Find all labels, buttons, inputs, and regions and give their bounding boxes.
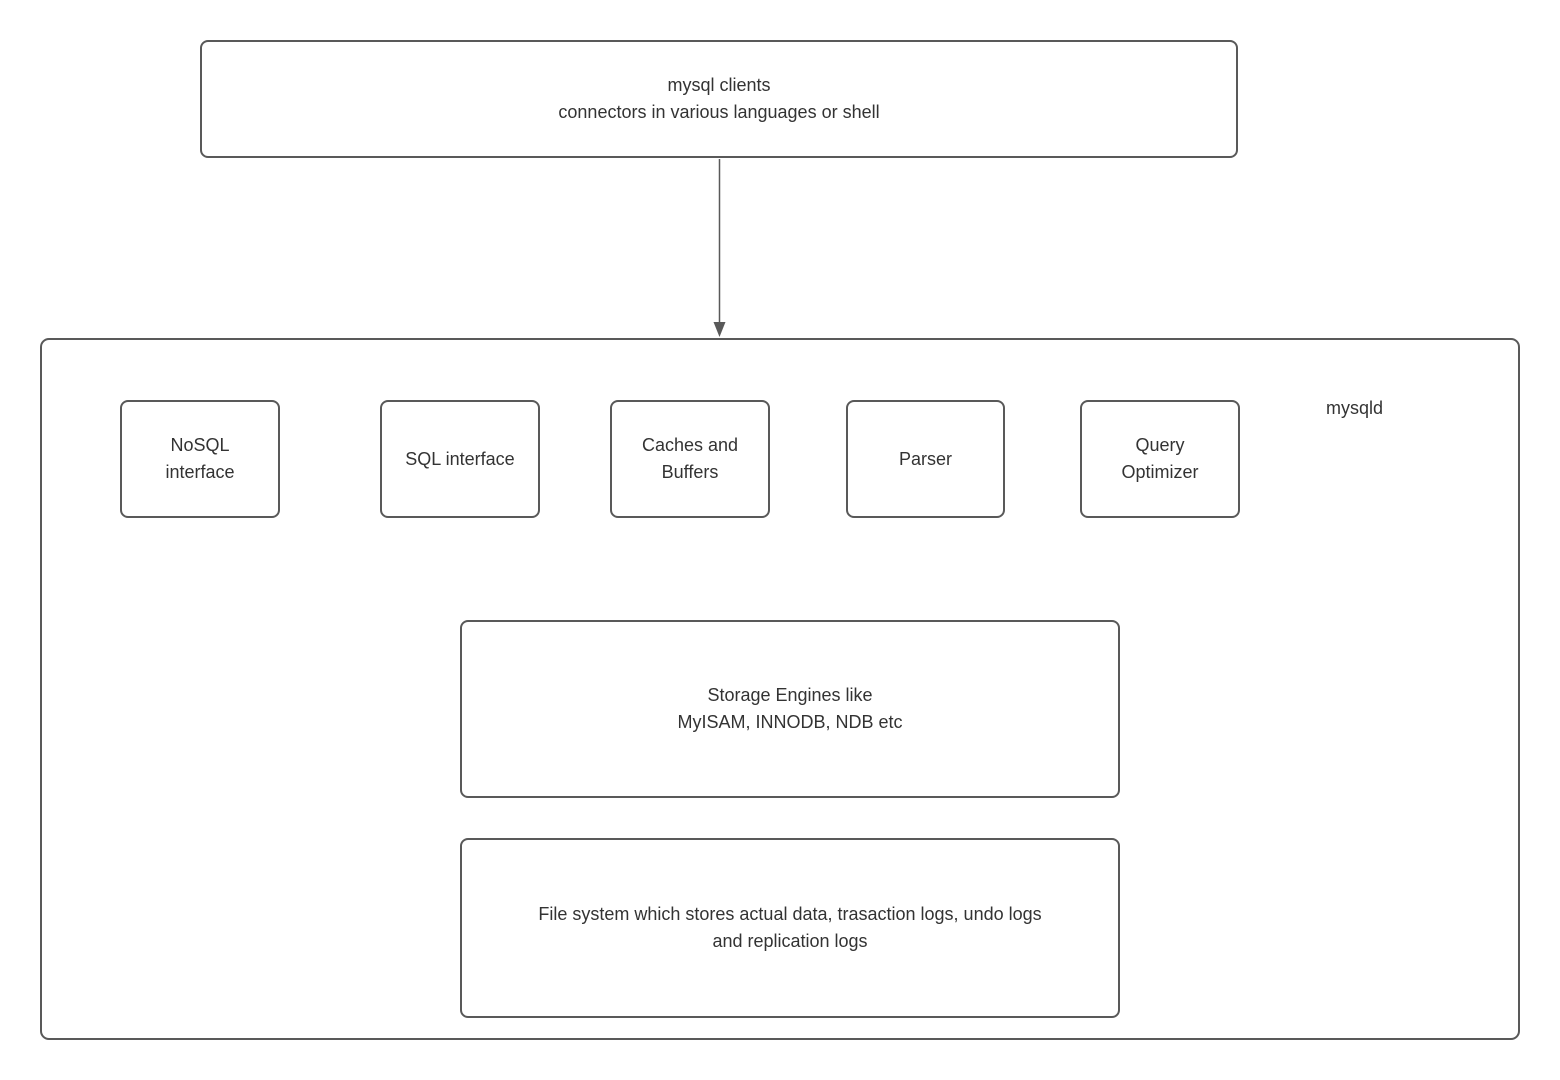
storage-engines-label: Storage Engines like MyISAM, INNODB, NDB… [677, 685, 903, 732]
query-optimizer-label: Query Optimizer [1121, 435, 1199, 482]
nosql-interface-node: NoSQL interface [120, 400, 280, 518]
mysql-clients-node: mysql clients connectors in various lang… [200, 40, 1238, 158]
sql-interface-node: SQL interface [380, 400, 540, 518]
caches-and-buffers-label: Caches and Buffers [641, 435, 739, 482]
file-system-label: File system which stores actual data, tr… [538, 904, 1042, 951]
caches-and-buffers-node: Caches and Buffers [610, 400, 770, 518]
mysqld-label: mysqld [1326, 398, 1384, 418]
clients-to-mysqld-arrow [713, 159, 726, 337]
nosql-interface-label: NoSQL interface [165, 435, 235, 482]
sql-interface-label: SQL interface [405, 448, 515, 469]
parser-label: Parser [898, 448, 952, 469]
file-system-node: File system which stores actual data, tr… [460, 838, 1120, 1018]
storage-engines-node: Storage Engines like MyISAM, INNODB, NDB… [460, 620, 1120, 798]
query-optimizer-node: Query Optimizer [1080, 400, 1240, 518]
parser-node: Parser [846, 400, 1005, 518]
arrow-head-icon [713, 322, 726, 337]
mysql-clients-label: mysql clients connectors in various lang… [558, 75, 880, 122]
